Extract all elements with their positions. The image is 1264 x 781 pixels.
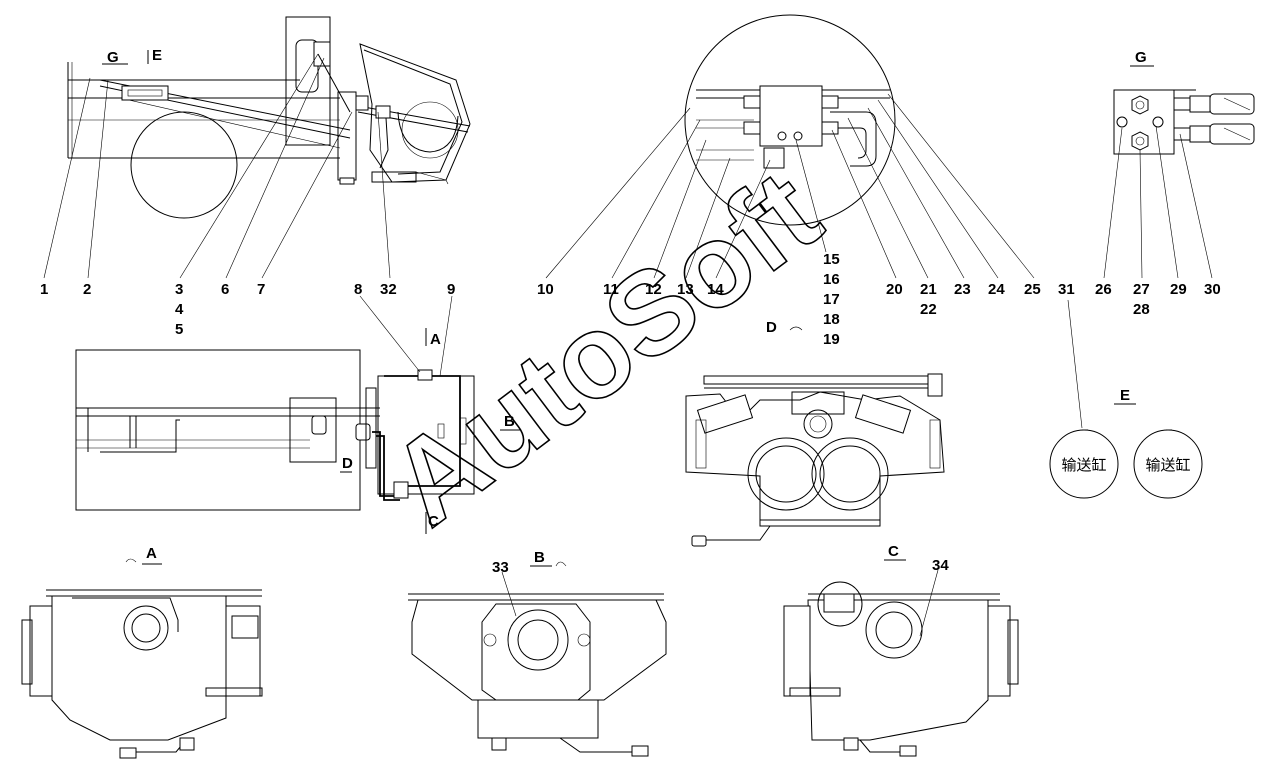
callout-numbers: 1 2 3 4 5 6 7 8 9 10 11 12 13 14 15 16 1… xyxy=(40,251,1221,576)
view-label-d-mid: D xyxy=(342,455,353,472)
bottom-view-b: B xyxy=(408,549,667,757)
view-label-e-detail: E xyxy=(1120,387,1130,404)
view-label-g: G xyxy=(107,49,119,66)
callout-20: 20 xyxy=(886,281,903,298)
detail-view-e: E 输送缸 输送缸 xyxy=(1049,299,1203,499)
view-label-a-mid: A xyxy=(430,331,441,348)
leader-lines-top-left xyxy=(43,53,391,279)
callout-1: 1 xyxy=(40,281,48,298)
callout-30: 30 xyxy=(1204,281,1221,298)
callout-17: 17 xyxy=(823,291,840,308)
callout-22: 22 xyxy=(920,301,937,318)
view-label-a-bottom: A xyxy=(146,545,157,562)
cylinder-label-right: 输送缸 xyxy=(1145,456,1190,474)
callout-26: 26 xyxy=(1095,281,1112,298)
callout-25: 25 xyxy=(1024,281,1041,298)
front-view-hopper: D xyxy=(685,319,945,547)
callout-12: 12 xyxy=(645,281,662,298)
view-label-b-bottom: B xyxy=(534,549,545,566)
watermark-autosoft: AutoSoft xyxy=(365,145,844,552)
callout-15: 15 xyxy=(823,251,840,268)
callout-21: 21 xyxy=(920,281,937,298)
cylinder-label-left: 输送缸 xyxy=(1061,456,1106,474)
view-label-e: E xyxy=(152,47,162,64)
callout-7: 7 xyxy=(257,281,265,298)
callout-19: 19 xyxy=(823,331,840,348)
plan-view-assembly: A C B D xyxy=(75,295,520,534)
callout-14: 14 xyxy=(707,281,724,298)
callout-5: 5 xyxy=(175,321,183,338)
callout-2: 2 xyxy=(83,281,91,298)
callout-10: 10 xyxy=(537,281,554,298)
callout-23: 23 xyxy=(954,281,971,298)
callout-29: 29 xyxy=(1170,281,1187,298)
view-label-b-mid: B xyxy=(504,413,515,430)
side-view-assembly: G E xyxy=(67,16,471,219)
callout-4: 4 xyxy=(175,301,184,318)
callout-13: 13 xyxy=(677,281,694,298)
callout-11: 11 xyxy=(603,281,619,298)
callout-8: 8 xyxy=(354,281,362,298)
callout-27: 27 xyxy=(1133,281,1150,298)
detail-view-g: G xyxy=(1103,49,1255,279)
watermark-text: AutoSoft xyxy=(366,146,843,551)
callout-24: 24 xyxy=(988,281,1005,298)
callout-6: 6 xyxy=(221,281,229,298)
callout-3: 3 xyxy=(175,281,183,298)
view-label-d-detail: D xyxy=(766,319,777,336)
callout-16: 16 xyxy=(823,271,840,288)
callout-34: 34 xyxy=(932,557,949,574)
bottom-view-a: A xyxy=(21,545,263,759)
callout-32: 32 xyxy=(380,281,397,298)
callout-33: 33 xyxy=(492,559,509,576)
view-label-c-bottom: C xyxy=(888,543,899,560)
callout-28: 28 xyxy=(1133,301,1150,318)
callout-9: 9 xyxy=(447,281,455,298)
callout-31: 31 xyxy=(1058,281,1075,298)
callout-18: 18 xyxy=(823,311,840,328)
detail-circle-d xyxy=(545,14,1035,279)
bottom-view-c: C xyxy=(783,543,1019,757)
view-label-c-mid: C xyxy=(428,513,439,530)
view-label-g-detail: G xyxy=(1135,49,1147,66)
